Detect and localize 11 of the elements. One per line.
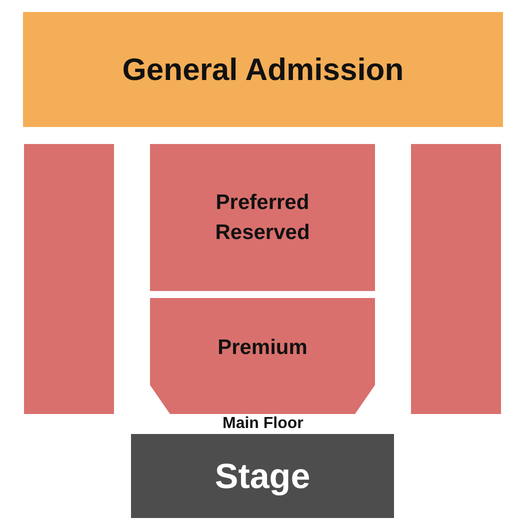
stage-block <box>131 434 394 518</box>
floor-label: Main Floor <box>222 415 304 433</box>
section-label: Premium <box>218 335 308 362</box>
seating-section <box>411 144 501 414</box>
seating-section <box>150 144 375 291</box>
section-label: Preferred Reserved <box>214 190 311 246</box>
seating-section <box>150 298 375 414</box>
seating-section <box>24 144 114 414</box>
seating-section <box>23 12 503 127</box>
section-label: General Admission <box>122 50 404 89</box>
section-label: Stage <box>214 456 310 498</box>
